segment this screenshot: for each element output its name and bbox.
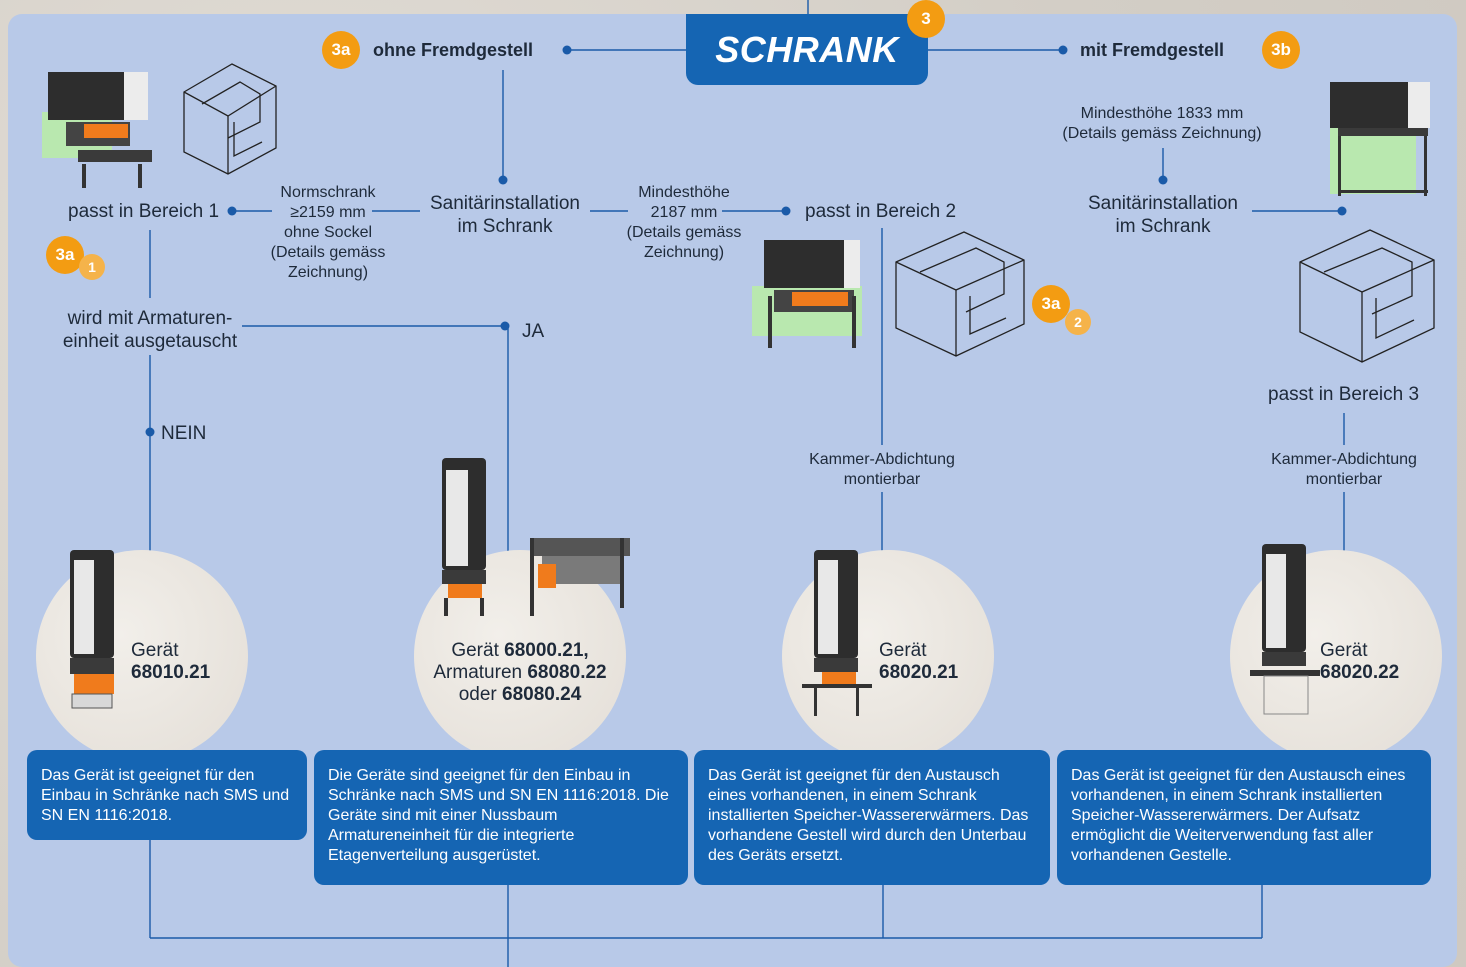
device-68020-21-illustration — [802, 550, 872, 716]
description-box-1: Das Gerät ist geeignet für den Einbau in… — [27, 750, 307, 840]
badge-3b: 3b — [1262, 31, 1300, 69]
badge-3: 3 — [907, 0, 945, 38]
device-2-fittings-prefix: Armaturen — [433, 662, 528, 683]
device-2-line3: oder 68080.24 — [414, 683, 626, 706]
device-2-or-prefix: oder — [458, 684, 503, 705]
description-box-2: Die Geräte sind geeignet für den Einbau … — [314, 750, 688, 885]
description-box-4: Das Gerät ist geeignet für den Austausch… — [1057, 750, 1431, 885]
cabinet-drawing-3 — [1299, 229, 1435, 363]
device-68010-21-illustration — [70, 550, 114, 709]
right-branch-label: mit Fremdgestell — [1080, 40, 1225, 60]
device-2-code1: 68000.21, — [504, 640, 589, 661]
page-title: SCHRANK — [686, 14, 928, 85]
sanitary-installation-left: Sanitärinstallation im Schrank — [430, 193, 580, 237]
device-2-line2: Armaturen 68080.22 — [414, 661, 626, 684]
norm-cabinet-note: Normschrank ≥2159 mm ohne Sockel (Detail… — [270, 184, 386, 281]
seal-note-left: Kammer-Abdichtung montierbar — [809, 451, 955, 488]
min-height-note-right: Mindesthöhe 1833 mm (Details gemäss Zeic… — [1062, 105, 1262, 142]
device-4-code: 68020.22 — [1320, 662, 1400, 683]
description-box-3: Das Gerät ist geeignet für den Austausch… — [694, 750, 1050, 885]
device-4-label: Gerät — [1320, 640, 1368, 661]
yes-label: JA — [522, 321, 545, 342]
title-text: SCHRANK — [715, 28, 899, 70]
min-height-note-left: Mindesthöhe 2187 mm (Details gemäss Zeic… — [626, 184, 742, 261]
device-1-label: Gerät — [131, 640, 179, 661]
seal-note-right: Kammer-Abdichtung montierbar — [1271, 451, 1417, 488]
cabinet-drawing-2 — [895, 231, 1025, 357]
device-2-line1: Gerät 68000.21, — [414, 639, 626, 662]
device-68000-21-illustration — [442, 458, 486, 616]
device-2-code2: 68080.22 — [527, 662, 607, 683]
left-branch-label: ohne Fremdgestell — [373, 40, 534, 60]
device-on-existing-frame-illustration — [1330, 82, 1430, 196]
device-2-prefix: Gerät — [451, 640, 505, 661]
exchange-question: wird mit Armaturen- einheit ausgetauscht — [62, 308, 238, 352]
area-1-label: passt in Bereich 1 — [68, 201, 220, 222]
cabinet-drawing-1 — [183, 63, 277, 175]
device-with-base-illustration — [752, 240, 862, 348]
no-label: NEIN — [161, 423, 207, 444]
device-1-code: 68010.21 — [131, 662, 211, 683]
device-68020-22-illustration — [1250, 544, 1320, 715]
fittings-unit-illustration — [530, 538, 630, 616]
sanitary-installation-right: Sanitärinstallation im Schrank — [1088, 193, 1238, 237]
badge-3a-2-sub: 2 — [1065, 309, 1091, 335]
badge-3a-1-sub: 1 — [79, 254, 105, 280]
badge-3a-1: 3a — [46, 236, 84, 274]
device-2-code3: 68080.24 — [502, 684, 582, 705]
device-3-code: 68020.21 — [879, 662, 959, 683]
device-3-label: Gerät — [879, 640, 927, 661]
badge-3a-2: 3a — [1032, 285, 1070, 323]
area-3-label: passt in Bereich 3 — [1268, 384, 1420, 405]
device-with-frame-illustration — [42, 72, 152, 188]
area-2-label: passt in Bereich 2 — [805, 201, 957, 222]
badge-3a: 3a — [322, 31, 360, 69]
